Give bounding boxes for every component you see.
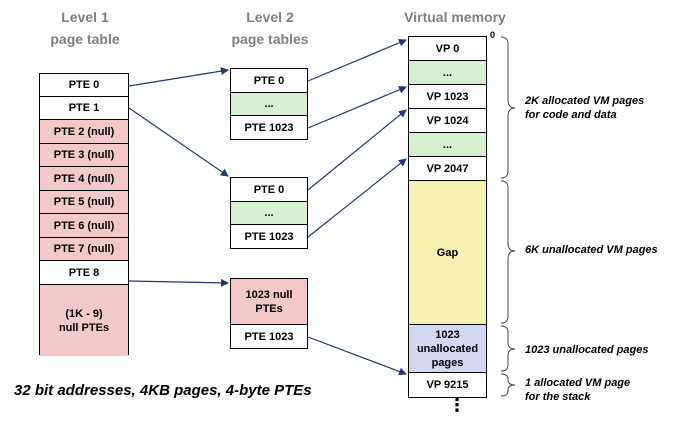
- note-unallocated: 1023 unallocated pages: [525, 344, 649, 356]
- level1-pte-null: PTE 4 (null): [40, 167, 128, 191]
- vm-page: VP 9215: [409, 373, 486, 397]
- vm-page: VP 0: [409, 37, 486, 61]
- vm-header: Virtual memory: [404, 9, 506, 25]
- vm-continuation-dots: ⋮: [448, 395, 466, 415]
- pointer-arrow: [128, 107, 229, 177]
- brace-code-data: [500, 36, 516, 179]
- brace-gap: [500, 180, 516, 324]
- level1-pte: PTE 8: [40, 261, 128, 285]
- level2-header-line1: Level 2: [246, 9, 294, 25]
- note-gap: 6K unallocated VM pages: [525, 244, 658, 256]
- level2-pte-ellipsis: ...: [231, 202, 307, 225]
- pointer-arrow: [128, 278, 229, 287]
- level2-page-table: 1023 null PTEs PTE 1023: [230, 278, 308, 349]
- pointer-arrow: [307, 86, 407, 129]
- vm-page: VP 1024: [409, 109, 486, 133]
- pointer-arrow: [128, 67, 229, 87]
- brace-stack: [500, 373, 516, 397]
- level2-null-ptes: 1023 null PTEs: [231, 279, 307, 325]
- brace-unallocated: [500, 325, 516, 372]
- vm-gap: Gap: [409, 181, 486, 325]
- level1-pte-null: PTE 3 (null): [40, 144, 128, 167]
- vm-page-ellipsis: ...: [409, 133, 486, 157]
- level1-pte-null: PTE 6 (null): [40, 214, 128, 238]
- level2-page-table: PTE 0 ... PTE 1023: [230, 68, 308, 140]
- level1-pte-null: PTE 2 (null): [40, 120, 128, 144]
- level2-pte: PTE 1023: [231, 116, 307, 139]
- level2-pte: PTE 1023: [231, 325, 307, 348]
- vm-page: VP 1023: [409, 85, 486, 109]
- caption: 32 bit addresses, 4KB pages, 4-byte PTEs: [14, 382, 312, 399]
- pointer-arrow: [307, 158, 407, 238]
- level2-pte-ellipsis: ...: [231, 93, 307, 116]
- level1-pte-null: PTE 5 (null): [40, 191, 128, 214]
- virtual-memory-column: VP 0 ... VP 1023 VP 1024 ... VP 2047 Gap…: [408, 36, 487, 398]
- pointer-arrow: [307, 109, 407, 191]
- vm-unallocated-pages: 1023 unallocated pages: [409, 325, 486, 373]
- note-code-data: 2K allocated VM pages for code and data: [525, 95, 645, 121]
- level1-pte: PTE 0: [40, 74, 128, 97]
- vm-page-ellipsis: ...: [409, 61, 486, 85]
- level2-header-line2: page tables: [231, 31, 309, 47]
- level1-pte: PTE 1: [40, 97, 128, 120]
- level2-pte: PTE 1023: [231, 225, 307, 248]
- level1-pte-null: PTE 7 (null): [40, 238, 128, 261]
- level1-header: Level 1 page table: [40, 6, 130, 50]
- level2-header: Level 2 page tables: [220, 6, 320, 50]
- level1-null-ptes: (1K - 9) null PTEs: [40, 285, 128, 356]
- level2-pte: PTE 0: [231, 178, 307, 202]
- level1-header-line2: page table: [50, 31, 120, 47]
- pointer-arrow: [307, 39, 407, 82]
- vm-page: VP 2047: [409, 157, 486, 181]
- level2-page-table: PTE 0 ... PTE 1023: [230, 177, 308, 249]
- note-stack: 1 allocated VM page for the stack: [525, 377, 631, 403]
- level2-pte: PTE 0: [231, 69, 307, 93]
- pointer-arrow: [307, 336, 407, 376]
- vm-address-zero: 0: [490, 30, 496, 40]
- level1-header-line1: Level 1: [61, 9, 109, 25]
- level1-page-table: PTE 0 PTE 1 PTE 2 (null) PTE 3 (null) PT…: [39, 73, 129, 356]
